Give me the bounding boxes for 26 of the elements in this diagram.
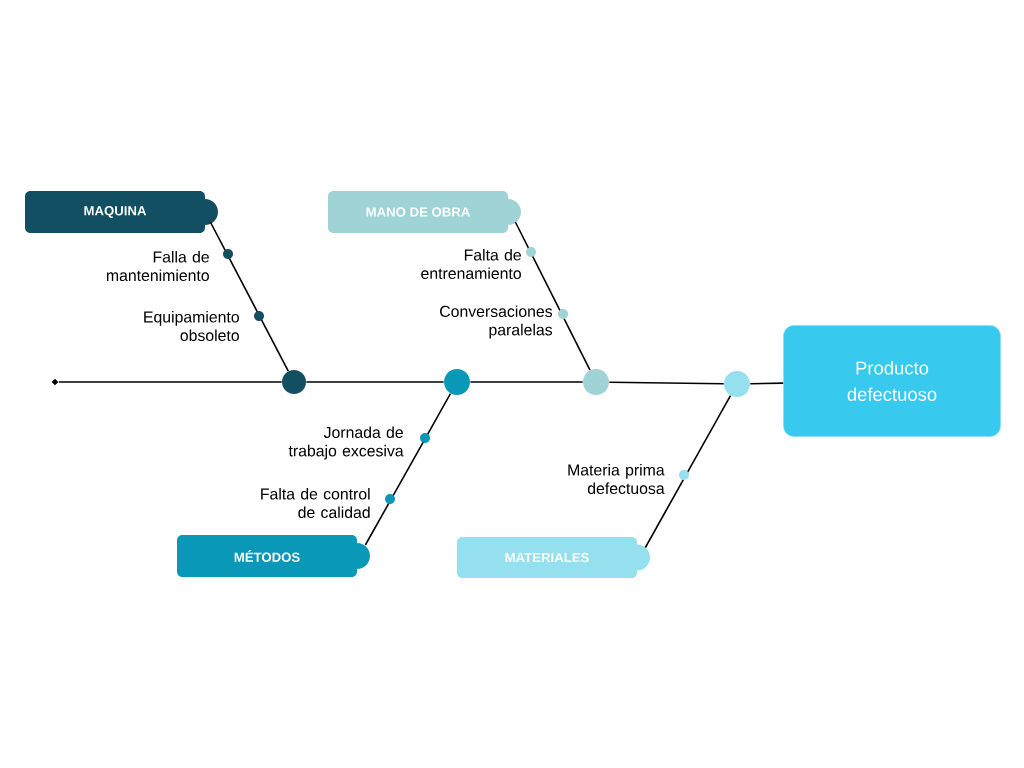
cause-label: Jornada de trabajo excesiva <box>288 426 404 460</box>
effect-box: Producto defectuoso <box>783 325 1001 437</box>
junction-circle <box>444 369 470 395</box>
cause-label: Conversaciones paralelas <box>440 305 553 339</box>
connector-line <box>749 382 784 385</box>
junction-circle <box>724 371 750 397</box>
category-box: MÉTODOS <box>177 535 370 577</box>
cause-label: Equipamiento obsoleto <box>144 310 239 342</box>
cause-label: Falta de control de calidad <box>261 487 370 519</box>
connector-line <box>644 394 732 549</box>
category-box: MATERIALES <box>457 537 650 578</box>
connector-line <box>209 221 290 372</box>
line-end-marker <box>51 378 59 386</box>
connector-line <box>305 381 445 383</box>
connector-line <box>58 381 283 383</box>
connector-line <box>514 221 591 371</box>
connector-line <box>364 392 452 546</box>
cause-label: Falta de entrenamiento <box>421 248 521 280</box>
connector-line <box>469 381 584 383</box>
connector-line <box>608 381 725 385</box>
category-box: MAQUINA <box>25 191 218 233</box>
category-box: MANO DE OBRA <box>328 191 521 233</box>
cause-label: Materia prima defectuosa <box>568 463 665 495</box>
cause-label: Falla de mantenimiento <box>106 250 209 282</box>
junction-circle <box>282 370 306 394</box>
junction-circle <box>583 369 609 395</box>
